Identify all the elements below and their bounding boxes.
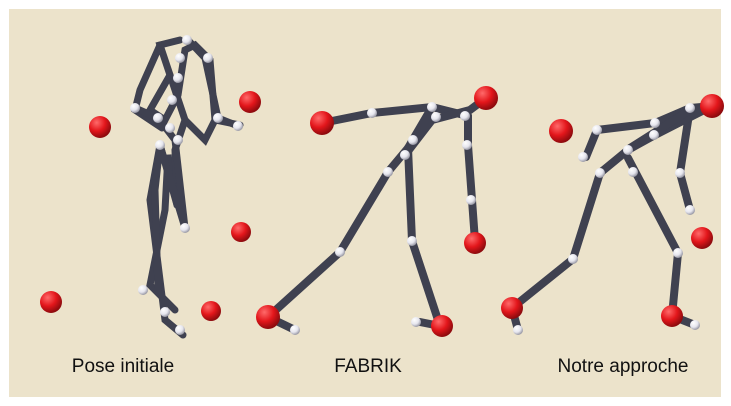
caption-fabrik: FABRIK: [334, 356, 402, 377]
caption-notre-approche: Notre approche: [557, 356, 689, 377]
skeleton-bones: [131, 36, 244, 339]
target-spheres: [256, 86, 498, 337]
caption-pose-initiale: Pose initiale: [71, 356, 175, 377]
joints: [513, 103, 700, 335]
panel-pose-initiale: [40, 35, 261, 339]
joints: [130, 35, 243, 335]
panel-notre-approche: [501, 94, 724, 335]
target-spheres: [40, 91, 261, 321]
target-spheres: [501, 94, 724, 327]
panel-fabrik: [256, 86, 498, 337]
joints: [290, 102, 476, 335]
